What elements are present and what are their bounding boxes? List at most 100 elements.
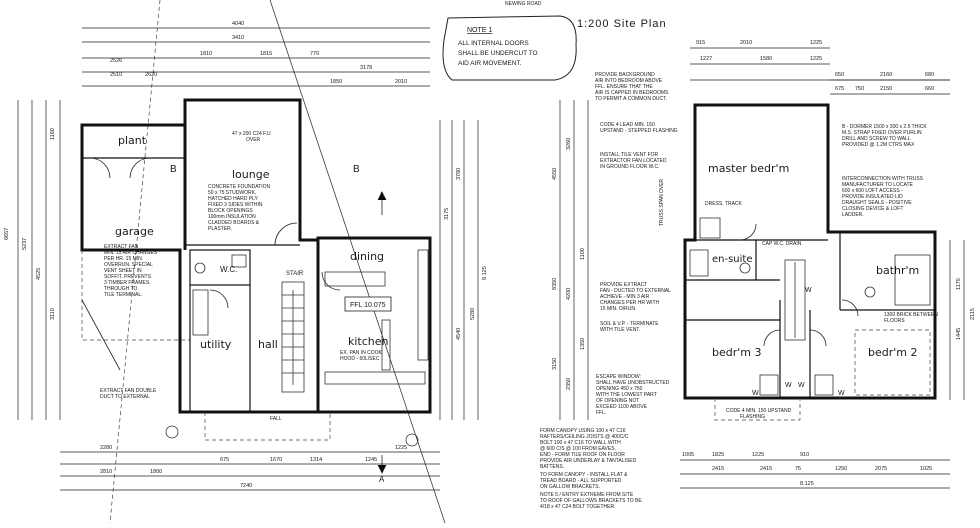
svg-text:ON GALLOW BRACKETS.: ON GALLOW BRACKETS. <box>540 484 600 490</box>
svg-text:3 TIMBER FRAMES.: 3 TIMBER FRAMES. <box>104 280 151 286</box>
svg-text:50 x 75 STUDWORK,: 50 x 75 STUDWORK, <box>208 190 256 196</box>
w-marker-4: W <box>838 390 845 397</box>
note-kitchen-hood: EX. PAN IN COOK HOOD - 60L/SEC <box>340 350 383 362</box>
garage-door-line <box>81 250 190 341</box>
svg-text:770: 770 <box>310 51 319 57</box>
room-label-utility: utility <box>200 338 232 351</box>
section-marker-b-right: B <box>353 164 360 175</box>
svg-text:PER HR. 15 MIN.: PER HR. 15 MIN. <box>104 256 143 262</box>
note-line-1: ALL INTERNAL DOORS <box>458 40 529 47</box>
w-marker-3: W <box>752 390 759 397</box>
svg-text:2350: 2350 <box>566 378 572 390</box>
svg-text:FLASHING: FLASHING <box>740 414 765 420</box>
ground-floor-dims-left: 6657 5237 4525 3110 1160 <box>4 128 56 320</box>
svg-text:CODE 4 LEAD MIN. 150: CODE 4 LEAD MIN. 150 <box>600 122 655 128</box>
room-label-lounge: lounge <box>232 168 270 181</box>
svg-text:3175: 3175 <box>444 208 450 220</box>
svg-text:8350: 8350 <box>552 278 558 290</box>
svg-text:PROVIDE AIR UNDERLAY & TANTALI: PROVIDE AIR UNDERLAY & TANTALISED <box>540 458 637 464</box>
ensuite-toilet <box>739 262 751 274</box>
svg-text:PROVIDE BACKGROUND: PROVIDE BACKGROUND <box>595 72 655 78</box>
room-label-hall: hall <box>258 338 278 351</box>
svg-text:INSTALL TILE VENT FOR: INSTALL TILE VENT FOR <box>600 152 659 158</box>
svg-text:3110: 3110 <box>50 308 56 320</box>
room-label-bathroom: bathr'm <box>876 264 919 277</box>
plant-door-swing <box>89 157 151 179</box>
note-line-2: SHALL BE UNDERCUT TO <box>458 50 538 57</box>
entrance-canopy-line <box>204 412 331 441</box>
svg-text:FFL. ENSURE THAT THE: FFL. ENSURE THAT THE <box>595 84 653 90</box>
ground-floor-outer-wall <box>80 98 432 414</box>
svg-text:1005: 1005 <box>682 452 694 458</box>
svg-text:1250: 1250 <box>835 466 847 472</box>
wc-toilet-fixture <box>194 262 206 274</box>
svg-text:2510: 2510 <box>110 72 122 78</box>
svg-text:1025: 1025 <box>920 466 932 472</box>
svg-text:1850: 1850 <box>330 79 342 85</box>
dining-table <box>324 271 386 287</box>
svg-text:BATTENS.: BATTENS. <box>540 464 564 470</box>
first-floor-stair-void <box>784 259 806 341</box>
svg-text:FORM CANOPY USING 100 x 47 C16: FORM CANOPY USING 100 x 47 C16 <box>540 428 626 434</box>
svg-text:WITH TILE VENT.: WITH TILE VENT. <box>600 327 640 333</box>
w-marker-5: W <box>805 287 812 294</box>
svg-text:2620: 2620 <box>145 72 157 78</box>
svg-text:4200: 4200 <box>566 288 572 300</box>
bathroom-door-swing <box>841 299 859 317</box>
site-boundary-line-left <box>109 0 161 524</box>
room-label-wc: W.C. <box>220 265 237 274</box>
svg-text:675: 675 <box>835 86 844 92</box>
ground-floor-rwp-right <box>405 433 419 447</box>
ensuite-shower <box>689 249 709 277</box>
room-label-bedroom-2: bedr'm 2 <box>868 346 918 359</box>
svg-text:EXTRACT FAN DOUBLE: EXTRACT FAN DOUBLE <box>100 388 157 394</box>
svg-text:650: 650 <box>835 72 844 78</box>
svg-text:OPENING 450 x 750: OPENING 450 x 750 <box>596 386 643 392</box>
note-ff-loft-access: INTERCONNECTION WITH TRUSS MANUFACTURER … <box>842 176 924 218</box>
svg-text:OF OPENING NOT: OF OPENING NOT <box>596 398 639 404</box>
svg-text:2526: 2526 <box>110 58 122 64</box>
room-label-ensuite: en-suite <box>712 254 753 265</box>
stair-label: STAIR <box>286 271 304 277</box>
svg-text:FLOORS: FLOORS <box>884 318 905 324</box>
svg-text:TO FORM CANOPY - INSTALL FLAT: TO FORM CANOPY - INSTALL FLAT & <box>540 472 628 478</box>
svg-text:75: 75 <box>795 466 801 472</box>
svg-text:4/18 x 47 C24 BOLT TOGETHER.: 4/18 x 47 C24 BOLT TOGETHER. <box>540 504 616 510</box>
svg-text:CHANGES PER HR WITH: CHANGES PER HR WITH <box>600 300 660 306</box>
svg-text:HATCHED HARD PLY: HATCHED HARD PLY <box>208 196 258 202</box>
svg-text:1160: 1160 <box>50 128 56 140</box>
note-ff-escape-window: ESCAPE WINDOW: SHALL HAVE UNOBSTRUCTED O… <box>596 374 670 416</box>
svg-text:15 MIN. O/RUN.: 15 MIN. O/RUN. <box>600 306 636 312</box>
svg-text:UPSTAND - STEPPED FLASHING: UPSTAND - STEPPED FLASHING <box>600 128 678 134</box>
note-extract-duct: EXTRACT FAN DOUBLE DUCT TO EXTERNAL <box>100 388 157 400</box>
first-floor-dimension-lines <box>559 47 965 489</box>
svg-text:4040: 4040 <box>232 21 244 27</box>
svg-text:SHALL HAVE UNOBSTRUCTED: SHALL HAVE UNOBSTRUCTED <box>596 380 670 386</box>
svg-text:6657: 6657 <box>4 228 10 240</box>
svg-text:1314: 1314 <box>310 457 322 463</box>
svg-text:@ 600 C/S @ 100 FROM EAVES.: @ 600 C/S @ 100 FROM EAVES. <box>540 446 616 452</box>
first-floor-dims-left: 4550 3260 1100 8350 4200 3150 2350 1350 <box>552 138 586 390</box>
svg-text:CLADDED BOARDS &: CLADDED BOARDS & <box>208 220 260 226</box>
svg-text:BLOCK OPENINGS: BLOCK OPENINGS <box>208 208 253 214</box>
svg-text:8.125: 8.125 <box>800 481 814 487</box>
wc-walls <box>189 249 251 286</box>
svg-text:660: 660 <box>925 86 934 92</box>
svg-text:RAFTERS/CEILING JOISTS @ 400C/: RAFTERS/CEILING JOISTS @ 400C/C <box>540 434 629 440</box>
section-marker-a-bottom: A <box>379 475 385 484</box>
room-label-bedroom-3: bedr'm 3 <box>712 346 762 359</box>
svg-text:1225: 1225 <box>810 40 822 46</box>
bathroom-toilet <box>864 286 876 298</box>
section-marker-b-left: B <box>170 164 177 175</box>
svg-text:750: 750 <box>855 86 864 92</box>
ffl-label: FFL 10.075 <box>350 302 386 309</box>
ground-floor-dims-bottom: 2280 2810 1800 675 1670 1314 1245 1225 7… <box>100 445 407 489</box>
svg-text:1227: 1227 <box>700 56 712 62</box>
kitchen-island <box>381 319 391 371</box>
svg-text:2010: 2010 <box>740 40 752 46</box>
svg-text:FAN - DUCTED TO EXTERNAL: FAN - DUCTED TO EXTERNAL <box>600 288 671 294</box>
room-label-master-bedroom: master bedr'm <box>708 162 789 175</box>
ground-floor-rwp-left <box>165 425 179 439</box>
svg-text:3780: 3780 <box>456 168 462 180</box>
svg-text:FIXED 3 SIDES WITHIN: FIXED 3 SIDES WITHIN <box>208 202 263 208</box>
